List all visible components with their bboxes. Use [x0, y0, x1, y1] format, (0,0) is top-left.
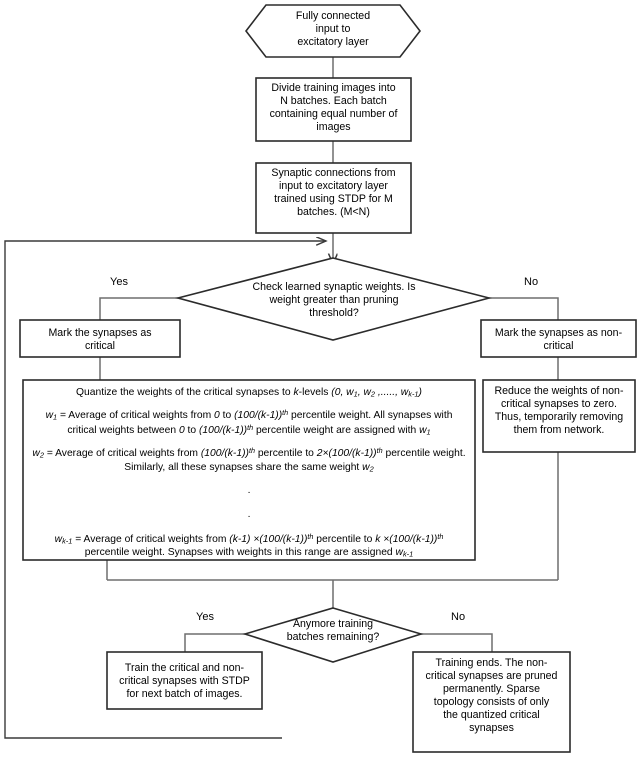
node-decision-weights-label: Check learned synaptic weights. Is weigh…: [252, 281, 416, 319]
connector-feedback-loop: [4, 241, 326, 739]
node-decision-weights[interactable]: [174, 257, 493, 341]
node-reduce-noncritical[interactable]: [482, 379, 636, 453]
node-start-hexagon[interactable]: [244, 4, 422, 58]
edge-label-batches-no: No: [451, 611, 466, 623]
quantize-para-1: w1 = Average of critical weights from 0 …: [45, 408, 453, 437]
edge-label-weights-yes: Yes: [110, 276, 128, 288]
quantize-dots-2: .: [247, 508, 251, 520]
edge-label-weights-no: No: [524, 276, 539, 288]
quantize-dots-1: .: [247, 485, 251, 497]
node-mark-critical[interactable]: [19, 319, 181, 358]
connector-decision-no-to-noncritical: [489, 297, 559, 320]
node-stdp-train-label: Synaptic connections from input to excit…: [271, 167, 396, 218]
node-training-ends-label: Training ends. The non- critical synapse…: [425, 657, 558, 734]
node-decision-batches-label: Anymore training batches remaining?: [286, 618, 380, 643]
node-train-next[interactable]: [106, 651, 263, 710]
node-reduce-noncritical-label: Reduce the weights of non- critical syna…: [494, 385, 624, 436]
node-train-next-label: Train the critical and non- critical syn…: [119, 662, 250, 700]
connector-decision2-no: [421, 633, 493, 652]
node-training-ends[interactable]: [412, 651, 571, 753]
connector-decision2-yes: [184, 633, 245, 652]
quantize-para-2: w2 = Average of critical weights from (1…: [32, 446, 466, 474]
quantize-para-3: wk-1 = Average of critical weights from …: [54, 531, 444, 559]
node-divide-batches-label: Divide training images into N batches. E…: [269, 82, 398, 133]
node-mark-critical-label: Mark the synapses as critical: [48, 327, 152, 352]
node-stdp-train[interactable]: [255, 162, 412, 234]
node-start-label: Fully connected input to excitatory laye…: [295, 10, 371, 48]
connector-decision-yes-to-critical: [99, 297, 178, 320]
edge-label-batches-yes: Yes: [196, 611, 214, 623]
node-quantize-content: Quantize the weights of the critical syn…: [31, 386, 467, 559]
node-divide-batches[interactable]: [255, 77, 412, 142]
node-mark-noncritical-label: Mark the synapses as non- critical: [494, 327, 623, 352]
node-decision-batches[interactable]: [242, 607, 424, 663]
node-quantize[interactable]: [22, 379, 476, 561]
node-mark-noncritical[interactable]: [480, 319, 637, 358]
quantize-heading: Quantize the weights of the critical syn…: [76, 387, 422, 399]
